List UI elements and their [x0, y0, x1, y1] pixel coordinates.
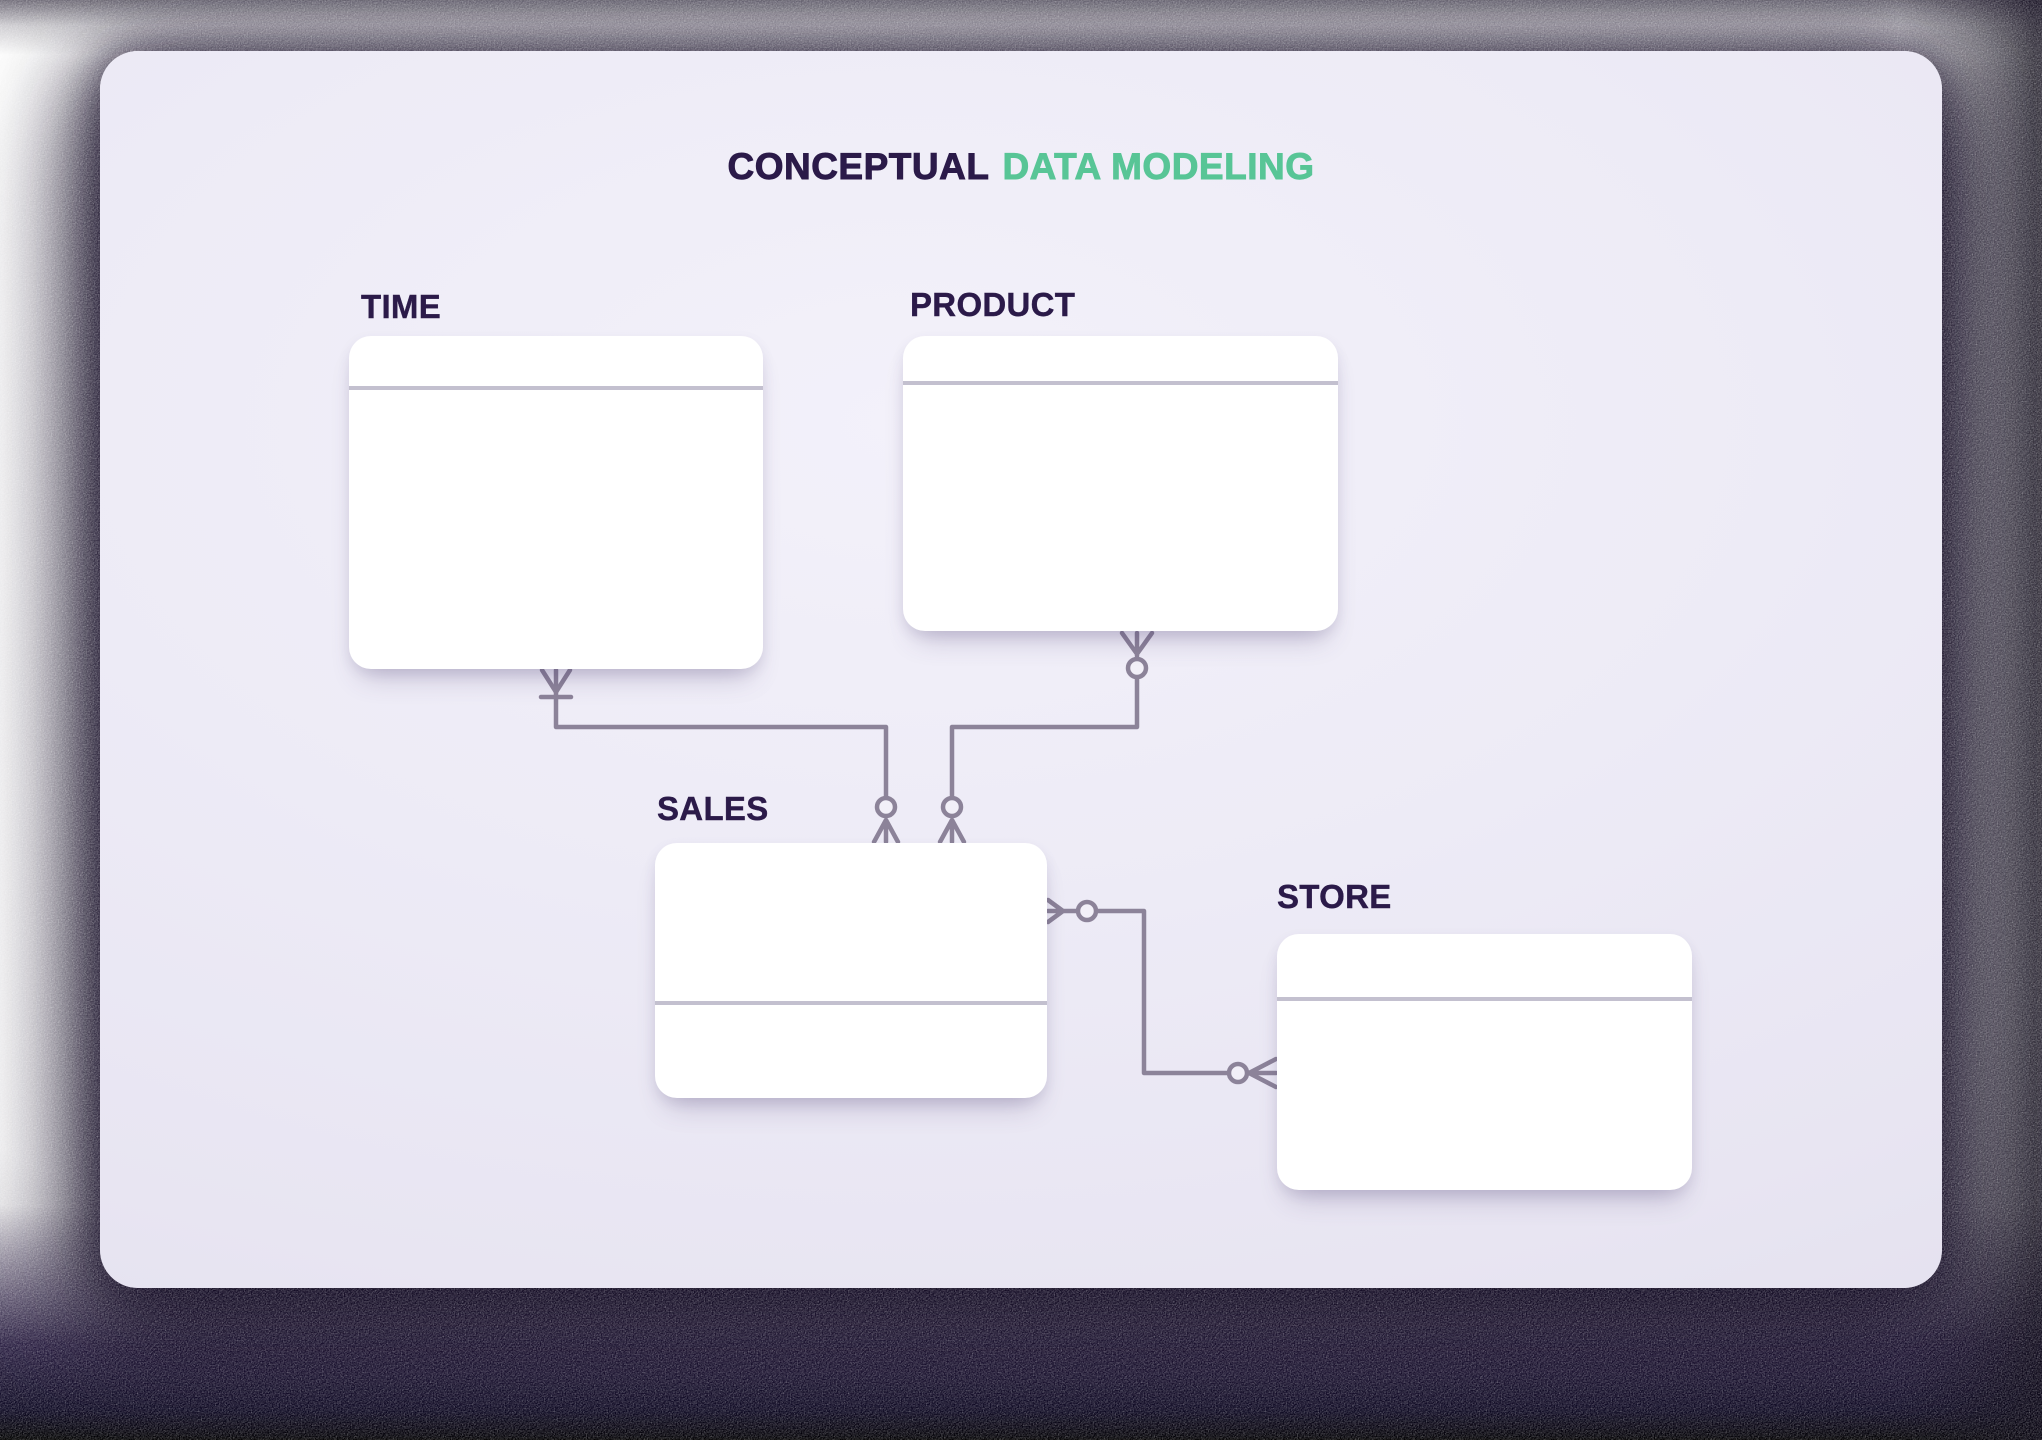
title-conceptual: CONCEPTUAL: [727, 146, 990, 188]
entity-card-divider: [1277, 997, 1692, 1001]
entity-card-product: [903, 336, 1338, 631]
entity-card-divider: [903, 381, 1338, 385]
entity-card-time: [349, 336, 763, 669]
entity-card-sales: [655, 843, 1047, 1098]
page-title: CONCEPTUAL DATA MODELING: [100, 146, 1942, 188]
entity-card-store: [1277, 934, 1692, 1190]
entity-label-store: STORE: [1277, 878, 1392, 915]
entity-card-divider: [349, 386, 763, 390]
entity-label-product: PRODUCT: [910, 286, 1076, 323]
entity-label-sales: SALES: [657, 790, 769, 827]
entity-card-divider: [655, 1001, 1047, 1005]
entity-label-time: TIME: [361, 288, 442, 325]
title-data-modeling: DATA MODELING: [1002, 146, 1315, 188]
